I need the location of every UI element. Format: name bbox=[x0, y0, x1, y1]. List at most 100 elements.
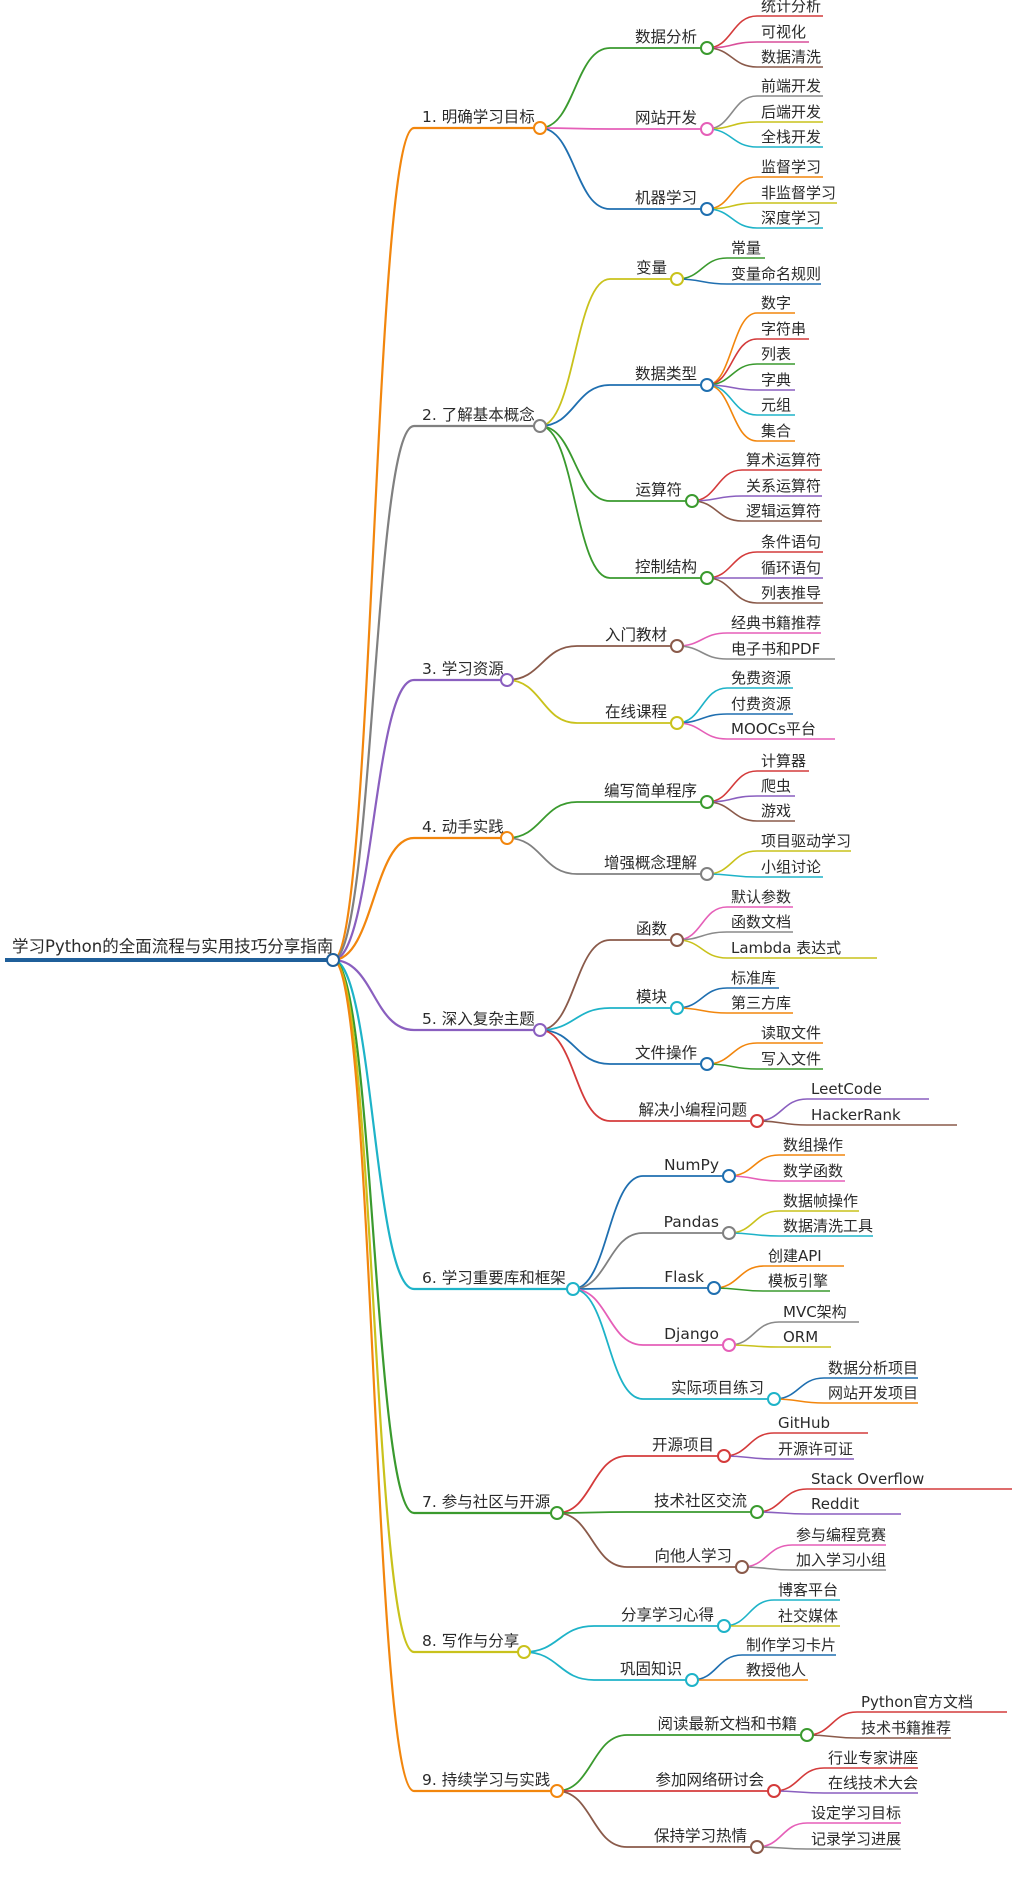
leaf-connector bbox=[676, 906, 728, 941]
subtopic-toggle[interactable] bbox=[722, 1226, 736, 1240]
branch-label: 6. 学习重要库和框架 bbox=[422, 1269, 566, 1287]
subtopic-label: 控制结构 bbox=[635, 558, 697, 576]
leaf-connector bbox=[773, 1398, 825, 1404]
subtopic-toggle[interactable] bbox=[700, 378, 714, 392]
subtopic-toggle[interactable] bbox=[700, 867, 714, 881]
subtopic-label: Flask bbox=[664, 1268, 704, 1286]
subtopic-connector bbox=[539, 278, 611, 427]
subtopic-toggle[interactable] bbox=[750, 1505, 764, 1519]
subtopic-connector bbox=[523, 1625, 595, 1653]
subtopic-label: 保持学习热情 bbox=[654, 1827, 747, 1845]
leaf-connector bbox=[723, 1432, 775, 1457]
leaf-connector bbox=[723, 1455, 775, 1460]
leaf-connector bbox=[706, 176, 758, 210]
branch-toggle[interactable] bbox=[550, 1506, 564, 1520]
subtopic-connector bbox=[556, 1455, 628, 1514]
subtopic-toggle[interactable] bbox=[685, 1673, 699, 1687]
leaf-connector bbox=[676, 645, 728, 660]
subtopic-toggle[interactable] bbox=[685, 494, 699, 508]
subtopic-connector bbox=[539, 939, 611, 1031]
leaf-label: 付费资源 bbox=[731, 695, 791, 713]
subtopic-label: 数据类型 bbox=[635, 365, 697, 383]
leaf-connector bbox=[706, 801, 758, 822]
subtopic-label: 技术社区交流 bbox=[654, 1492, 747, 1510]
leaf-label: 小组讨论 bbox=[761, 858, 821, 876]
branch-label: 7. 参与社区与开源 bbox=[422, 1493, 550, 1511]
leaf-connector bbox=[691, 495, 743, 502]
branch-toggle[interactable] bbox=[533, 121, 547, 135]
leaf-label: 爬虫 bbox=[761, 777, 791, 795]
branch-toggle[interactable] bbox=[566, 1282, 580, 1296]
leaf-label: GitHub bbox=[778, 1414, 830, 1432]
leaf-connector bbox=[728, 1175, 780, 1182]
subtopic-label: 在线课程 bbox=[605, 703, 667, 721]
leaf-label: 算术运算符 bbox=[746, 451, 821, 469]
leaf-label: 字典 bbox=[761, 371, 791, 389]
leaf-connector bbox=[741, 1544, 793, 1568]
leaf-label: 集合 bbox=[761, 422, 791, 440]
leaf-connector bbox=[806, 1734, 858, 1739]
subtopic-toggle[interactable] bbox=[767, 1392, 781, 1406]
subtopic-toggle[interactable] bbox=[700, 41, 714, 55]
subtopic-connector bbox=[506, 837, 578, 875]
leaf-connector bbox=[756, 1120, 808, 1126]
branch-toggle[interactable] bbox=[533, 419, 547, 433]
root-branch-connector bbox=[332, 958, 415, 1793]
subtopic-connector bbox=[506, 679, 578, 724]
leaf-label: 游戏 bbox=[761, 802, 791, 820]
subtopic-toggle[interactable] bbox=[670, 716, 684, 730]
leaf-connector bbox=[706, 47, 758, 68]
leaf-connector bbox=[741, 1566, 793, 1571]
subtopic-label: Django bbox=[664, 1325, 719, 1343]
subtopic-toggle[interactable] bbox=[700, 202, 714, 216]
leaf-connector bbox=[706, 15, 758, 49]
subtopic-toggle[interactable] bbox=[717, 1449, 731, 1463]
branch-toggle[interactable] bbox=[550, 1784, 564, 1798]
subtopic-toggle[interactable] bbox=[722, 1338, 736, 1352]
subtopic-toggle[interactable] bbox=[670, 272, 684, 286]
subtopic-toggle[interactable] bbox=[707, 1281, 721, 1295]
subtopic-toggle[interactable] bbox=[670, 933, 684, 947]
leaf-label: 标准库 bbox=[731, 969, 776, 987]
subtopic-toggle[interactable] bbox=[700, 1057, 714, 1071]
leaf-label: 教授他人 bbox=[746, 1661, 806, 1679]
subtopic-toggle[interactable] bbox=[717, 1619, 731, 1633]
subtopic-label: 机器学习 bbox=[635, 189, 697, 207]
subtopic-connector bbox=[556, 1511, 628, 1514]
subtopic-label: 参加网络研讨会 bbox=[655, 1771, 764, 1789]
subtopic-toggle[interactable] bbox=[750, 1840, 764, 1854]
subtopic-label: 开源项目 bbox=[652, 1436, 714, 1454]
branch-toggle[interactable] bbox=[500, 831, 514, 845]
subtopic-toggle[interactable] bbox=[722, 1169, 736, 1183]
branch-toggle[interactable] bbox=[500, 673, 514, 687]
leaf-label: 设定学习目标 bbox=[811, 1804, 901, 1822]
subtopic-toggle[interactable] bbox=[670, 639, 684, 653]
leaf-label: LeetCode bbox=[811, 1080, 882, 1098]
subtopic-toggle[interactable] bbox=[800, 1728, 814, 1742]
leaf-connector bbox=[706, 121, 758, 130]
leaf-connector bbox=[676, 1007, 728, 1014]
subtopic-toggle[interactable] bbox=[700, 122, 714, 136]
leaf-label: 数字 bbox=[761, 294, 791, 312]
leaf-label: 数据帧操作 bbox=[783, 1192, 858, 1210]
leaf-label: 模板引擎 bbox=[768, 1272, 828, 1290]
leaf-label: 记录学习进展 bbox=[811, 1830, 901, 1848]
subtopic-label: 分享学习心得 bbox=[621, 1606, 714, 1624]
leaf-label: MOOCs平台 bbox=[731, 720, 816, 738]
subtopic-toggle[interactable] bbox=[670, 1001, 684, 1015]
branch-toggle[interactable] bbox=[517, 1645, 531, 1659]
leaf-label: 技术书籍推荐 bbox=[861, 1719, 951, 1737]
subtopic-toggle[interactable] bbox=[750, 1114, 764, 1128]
root-toggle[interactable] bbox=[326, 953, 340, 967]
subtopic-toggle[interactable] bbox=[700, 795, 714, 809]
subtopic-label: 函数 bbox=[636, 920, 668, 938]
subtopic-toggle[interactable] bbox=[735, 1560, 749, 1574]
subtopic-toggle[interactable] bbox=[700, 571, 714, 585]
leaf-connector bbox=[706, 873, 758, 878]
leaf-label: 逻辑运算符 bbox=[746, 502, 821, 520]
leaf-connector bbox=[706, 202, 758, 210]
branch-toggle[interactable] bbox=[533, 1023, 547, 1037]
subtopic-toggle[interactable] bbox=[767, 1784, 781, 1798]
leaf-label: 读取文件 bbox=[761, 1024, 821, 1042]
leaf-label: 后端开发 bbox=[761, 103, 821, 121]
